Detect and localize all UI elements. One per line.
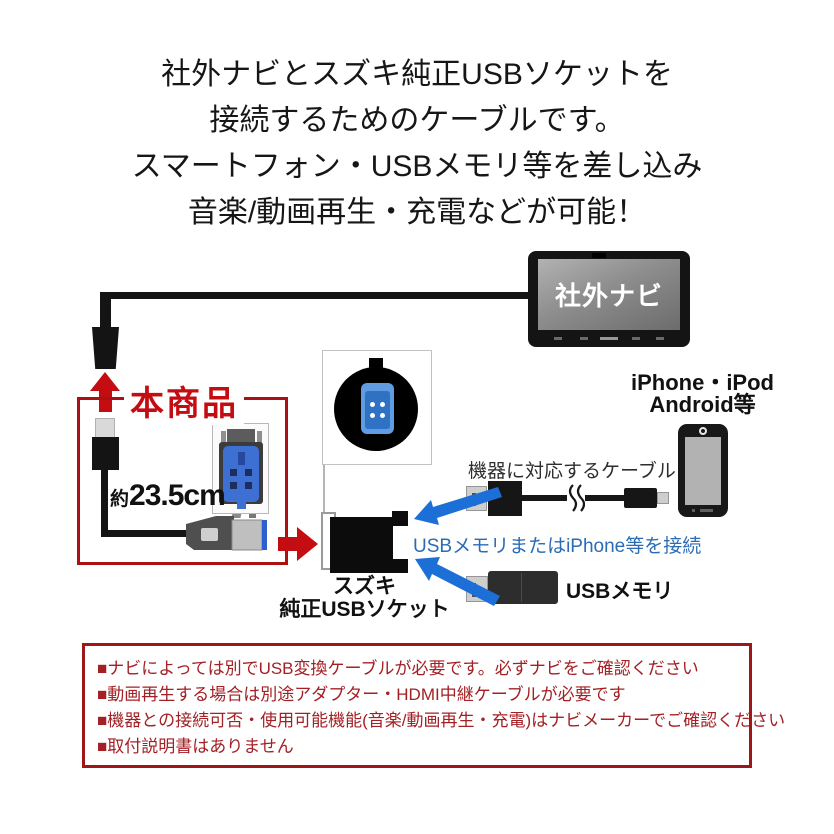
socket-blue-connector-inner bbox=[365, 391, 390, 429]
usb-contact-dot bbox=[472, 502, 476, 506]
photo-connector-hole bbox=[245, 469, 252, 476]
usb-contact-dot bbox=[472, 583, 476, 587]
socket-panel-photo bbox=[322, 350, 432, 465]
photo-prong bbox=[221, 431, 226, 446]
photo-metal-bracket bbox=[227, 429, 255, 445]
phone-camera bbox=[699, 427, 707, 435]
red-arrow-right-shaft bbox=[278, 537, 298, 551]
socket-label-line-1: スズキ bbox=[333, 575, 396, 598]
usb-memory-icon bbox=[488, 571, 558, 604]
devices-label-line-2: Android等 bbox=[649, 392, 756, 417]
navi-button-mark bbox=[554, 337, 562, 340]
usb-a-plug-body bbox=[488, 481, 522, 516]
usb-contact-dot bbox=[472, 593, 476, 597]
usb-plug-contact bbox=[95, 418, 115, 438]
note-item-4: ■取付説明書はありません bbox=[97, 737, 294, 756]
smartphone-icon bbox=[678, 424, 728, 517]
red-arrow-up-icon bbox=[90, 372, 120, 391]
navi-button-mark bbox=[600, 337, 618, 340]
aftermarket-navi-device: 社外ナビ bbox=[528, 251, 690, 347]
photo-connector-hole bbox=[230, 482, 237, 489]
socket-tab-bottom bbox=[392, 559, 408, 573]
device-plug-body bbox=[624, 488, 657, 508]
navi-cable-horizontal bbox=[104, 292, 528, 299]
socket-pin bbox=[380, 402, 385, 407]
socket-pin bbox=[370, 402, 375, 407]
red-arrow-right-icon bbox=[297, 527, 318, 561]
navi-label: 社外ナビ bbox=[554, 281, 663, 311]
note-item-2: ■動画再生する場合は別途アダプター・HDMI中継ケーブルが必要です bbox=[97, 685, 626, 704]
photo-connector-slot bbox=[238, 452, 245, 465]
cable-length-label: 約23.5cm bbox=[110, 479, 226, 513]
cable-length-prefix: 約 bbox=[110, 489, 130, 510]
socket-panel-tab bbox=[369, 358, 383, 369]
cable-break-icon bbox=[567, 484, 586, 512]
phone-speaker-dash bbox=[700, 509, 713, 512]
title-line-3: スマートフォン・USBメモリ等を差し込み bbox=[131, 150, 703, 183]
phone-speaker-dot bbox=[692, 509, 695, 512]
usb-memory-label: USBメモリ bbox=[566, 580, 674, 603]
suzuki-usb-socket-icon bbox=[330, 517, 393, 573]
socket-tab-top bbox=[392, 511, 408, 526]
title-line-4: 音楽/動画再生・充電などが可能！ bbox=[187, 196, 647, 229]
navi-cable-neck bbox=[100, 292, 111, 328]
socket-label: スズキ 純正USBソケット bbox=[272, 575, 457, 621]
notes-box: ■ナビによっては別でUSB変換ケーブルが必要です。必ずナビをご確認ください ■動… bbox=[82, 643, 786, 768]
usb-memory-divider bbox=[521, 573, 522, 602]
photo-connector-hole bbox=[245, 482, 252, 489]
socket-pin bbox=[380, 413, 385, 418]
navi-plug-icon bbox=[92, 327, 119, 369]
device-plug-tip bbox=[657, 492, 669, 504]
note-item-1: ■ナビによっては別でUSB変換ケーブルが必要です。必ずナビをご確認ください bbox=[97, 659, 699, 678]
navi-screen: 社外ナビ bbox=[538, 259, 680, 330]
navi-button-mark bbox=[580, 337, 588, 340]
red-arrow-up-shaft bbox=[99, 389, 112, 412]
title-line-1: 社外ナビとスズキ純正USBソケットを bbox=[161, 58, 673, 91]
navi-notch bbox=[592, 253, 606, 258]
page-title: 社外ナビとスズキ純正USBソケットを 接続するためのケーブルです。 スマートフォ… bbox=[0, 52, 834, 236]
cable-length-value: 23.5cm bbox=[129, 479, 226, 512]
product-label: 本商品 bbox=[124, 376, 244, 425]
navi-button-mark bbox=[656, 337, 664, 340]
phone-screen bbox=[685, 437, 721, 505]
callout-line bbox=[323, 465, 325, 513]
usb-plug-icon bbox=[92, 437, 119, 470]
note-item-3: ■機器との接続可否・使用可能機能(音楽/動画再生・充電)はナビメーカーでご確認く… bbox=[97, 711, 786, 730]
usb-a-connector bbox=[466, 486, 487, 511]
navi-button-mark bbox=[632, 337, 640, 340]
title-line-2: 接続するためのケーブルです。 bbox=[209, 104, 625, 137]
photo-prong bbox=[257, 431, 262, 446]
socket-label-line-2: 純正USBソケット bbox=[279, 598, 450, 621]
device-cable-label: 機器に対応するケーブル bbox=[468, 461, 676, 482]
connect-note: USBメモリまたはiPhone等を接続 bbox=[413, 536, 702, 557]
devices-label: iPhone・iPod Android等 bbox=[615, 372, 790, 416]
usb-memory-connector bbox=[466, 576, 488, 602]
photo-connector-tab bbox=[237, 502, 246, 509]
devices-label-line-1: iPhone・iPod bbox=[630, 370, 774, 395]
product-cable-horizontal bbox=[101, 530, 193, 537]
photo-connector-hole bbox=[230, 469, 237, 476]
product-cable-vertical bbox=[101, 469, 108, 535]
usb-contact-dot bbox=[472, 493, 476, 497]
socket-pin bbox=[370, 413, 375, 418]
connector-photo bbox=[212, 423, 269, 514]
